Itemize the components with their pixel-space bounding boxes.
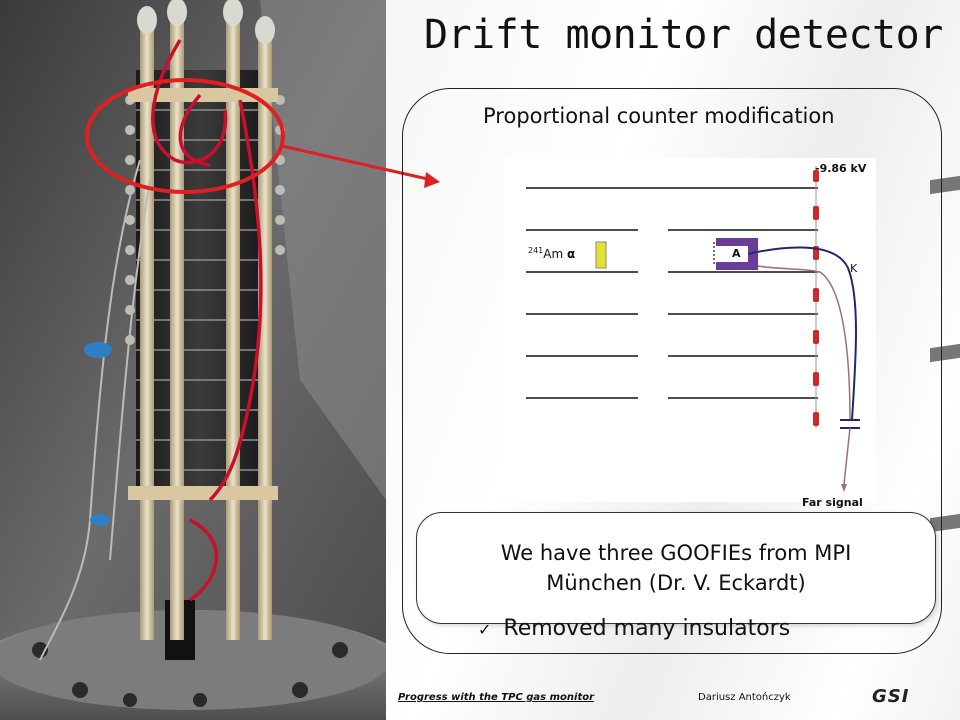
check-icon: ✓ [478, 620, 492, 639]
callout-box: We have three GOOFIEs from MPI München (… [416, 512, 936, 624]
content-panel [402, 88, 942, 654]
resistor-chain [813, 170, 819, 426]
detector-photo-illustration [0, 0, 386, 720]
bullet-text: Removed many insulators [503, 616, 791, 641]
bullet-item: ✓ Removed many insulators [478, 616, 790, 641]
signal-out-wire [843, 427, 851, 485]
voltage-label: -9.86 kV [815, 162, 867, 175]
signal-arrow [841, 484, 847, 492]
anode-label: A [732, 247, 741, 260]
slide-subtitle: Proportional counter modification [483, 104, 835, 128]
left-electrodes [526, 229, 638, 399]
cathode-wire [757, 265, 851, 421]
schematic-drawing [526, 166, 860, 492]
callout-text: We have three GOOFIEs from MPI München (… [500, 541, 852, 595]
right-electrodes [668, 229, 818, 399]
source-element: Am [543, 247, 564, 261]
source-particle: α [567, 247, 576, 261]
signal-label: Far signal [802, 496, 863, 509]
footer-title: Progress with the TPC gas monitor [398, 692, 595, 703]
slide-title: Drift monitor detector [424, 12, 943, 58]
gsi-logo: GSI [872, 686, 910, 707]
alpha-source [595, 241, 607, 269]
anode-window [726, 246, 748, 262]
source-label: 241Am α [528, 246, 575, 261]
counter-schematic: -9.86 kV 241Am α A K [504, 158, 876, 502]
source-mass: 241 [528, 246, 544, 255]
cathode-label: K [850, 262, 858, 275]
detector-photo [0, 0, 386, 720]
anode-wire [747, 246, 857, 421]
footer-author: Dariusz Antończyk [698, 692, 791, 703]
